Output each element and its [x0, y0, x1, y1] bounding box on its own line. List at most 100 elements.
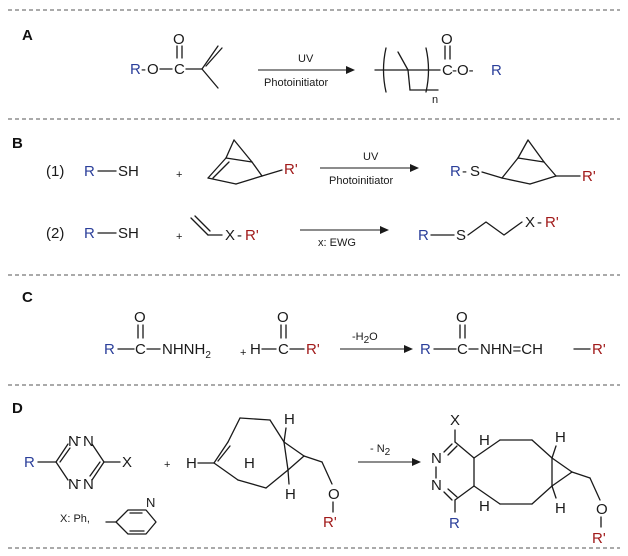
- arrow-a-top: UV: [298, 53, 314, 65]
- tetrazine-n1: N: [68, 433, 79, 450]
- vinyl-r-prime: R': [245, 227, 259, 244]
- pyridyl-n: N: [146, 495, 155, 510]
- thiol-2-r: R: [84, 225, 95, 242]
- arrow-a-head: [346, 66, 355, 74]
- panel-b: B (1) R SH + R' UV Photoinitiator R - S: [12, 135, 596, 249]
- vinyl-dash: -: [237, 227, 242, 244]
- arrow-b1-bottom: Photoinitiator: [329, 175, 394, 187]
- tetrazine-nn-top: -: [77, 429, 81, 444]
- arrow-d-top: - N2: [370, 443, 391, 458]
- polymer-repeat-index: n: [432, 94, 438, 106]
- polymer-c: C: [442, 62, 453, 79]
- dihydropyridazine-ring: [443, 441, 475, 501]
- cyclooctane-ring: [473, 439, 601, 505]
- hydrazone-c: C: [457, 341, 468, 358]
- product-d-r-prime: R': [592, 530, 606, 547]
- tco-o: O: [328, 486, 340, 503]
- product-1-s: S: [470, 163, 480, 180]
- monomer-c: C: [174, 61, 185, 78]
- hydrazide-nhnh2: NHNH2: [162, 341, 211, 361]
- vinyl-x: X: [225, 227, 235, 244]
- tco-h-left: H: [186, 455, 197, 472]
- monomer-carbonyl-o: O: [173, 31, 185, 48]
- polymer-chain-down: [407, 69, 411, 91]
- product-2-dash: -: [537, 214, 542, 231]
- arrow-d-head: [412, 458, 421, 466]
- aldehyde-r-prime: R': [306, 341, 320, 358]
- product-d-o: O: [596, 501, 608, 518]
- tetrazine-ring: [55, 443, 105, 481]
- tetrazine-n4: N: [83, 476, 94, 493]
- hydrazone-o: O: [456, 309, 468, 326]
- arrow-a-bottom: Photoinitiator: [264, 77, 329, 89]
- polymer-ester-o: -O-: [452, 62, 474, 79]
- panel-d: D R N - N N - N X X: Ph, N + H: [12, 400, 608, 547]
- tetrazine-x: X: [122, 454, 132, 471]
- aldehyde-c: C: [278, 341, 289, 358]
- product-d-x: X: [450, 412, 460, 429]
- hydrazide-r: R: [104, 341, 115, 358]
- aldehyde-h: H: [250, 341, 261, 358]
- arrow-b1-head: [410, 164, 419, 172]
- product-d-n2: N: [431, 477, 442, 494]
- thiol-1-sh: SH: [118, 163, 139, 180]
- product-d-r: R: [449, 515, 460, 532]
- product-1-r-prime: R': [582, 168, 596, 185]
- polymer-methyl-up: [397, 51, 409, 71]
- tco-h-inner: H: [244, 455, 255, 472]
- monomer-o: O: [147, 61, 159, 78]
- polymer-r: R: [491, 62, 502, 79]
- product-d-h-ring-top: H: [555, 429, 566, 446]
- product-1-dash: -: [462, 163, 467, 180]
- pyridyl-ring: [105, 509, 157, 535]
- arrow-c-top: -H2O: [352, 331, 378, 346]
- tco-r-prime: R': [323, 514, 337, 531]
- arrow-b2-head: [380, 226, 389, 234]
- hydrazone-r-prime: R': [592, 341, 606, 358]
- tetrazine-nn-bottom: -: [77, 472, 81, 487]
- tetrazine-n3: N: [68, 476, 79, 493]
- plus-c: +: [240, 347, 246, 359]
- tco-ring: [213, 417, 333, 489]
- panel-label-b: B: [12, 135, 23, 152]
- panel-a: A R - O C O UV Photoinitiator n C O -O- …: [22, 27, 502, 106]
- product-1-r: R: [450, 163, 461, 180]
- arrow-b1-top: UV: [363, 151, 379, 163]
- plus-d: +: [164, 459, 170, 471]
- reaction-2-index: (2): [46, 225, 64, 242]
- x-note: X: Ph,: [60, 513, 90, 525]
- reaction-1-index: (1): [46, 163, 64, 180]
- tetrazine-n2: N: [83, 433, 94, 450]
- monomer-r: R: [130, 61, 141, 78]
- panel-label-a: A: [22, 27, 33, 44]
- norbornene-r-prime: R': [284, 161, 298, 178]
- tco-h-top: H: [284, 411, 295, 428]
- product-d-h-top: H: [479, 432, 490, 449]
- hydrazone-r: R: [420, 341, 431, 358]
- product-2-x: X: [525, 214, 535, 231]
- norbornene: [207, 139, 283, 185]
- monomer-vinyl-1: [201, 45, 219, 70]
- tetrazine-r: R: [24, 454, 35, 471]
- product-2-r-prime: R': [545, 214, 559, 231]
- hydrazone-nhn-ch: NHN=CH: [480, 341, 543, 358]
- polymer-carbonyl-o: O: [441, 31, 453, 48]
- tco-h-bottom: H: [285, 486, 296, 503]
- monomer-dash-1: -: [141, 61, 146, 78]
- vinyl-double-2: [194, 215, 211, 232]
- panel-label-d: D: [12, 400, 23, 417]
- product-d-n1: N: [431, 450, 442, 467]
- thiol-2-sh: SH: [118, 225, 139, 242]
- hydrazide-o: O: [134, 309, 146, 326]
- plus-b2: +: [176, 231, 182, 243]
- thiol-1-r: R: [84, 163, 95, 180]
- vinyl-double-1: [190, 217, 209, 236]
- panel-label-c: C: [22, 289, 33, 306]
- monomer-vinyl-2: [205, 47, 223, 67]
- plus-b1: +: [176, 169, 182, 181]
- product-2-chain: [467, 221, 523, 236]
- hydrazide-c: C: [135, 341, 146, 358]
- product-2-r: R: [418, 227, 429, 244]
- panel-c: C R C O NHNH2 + H C O R' -H2O R C: [22, 289, 606, 361]
